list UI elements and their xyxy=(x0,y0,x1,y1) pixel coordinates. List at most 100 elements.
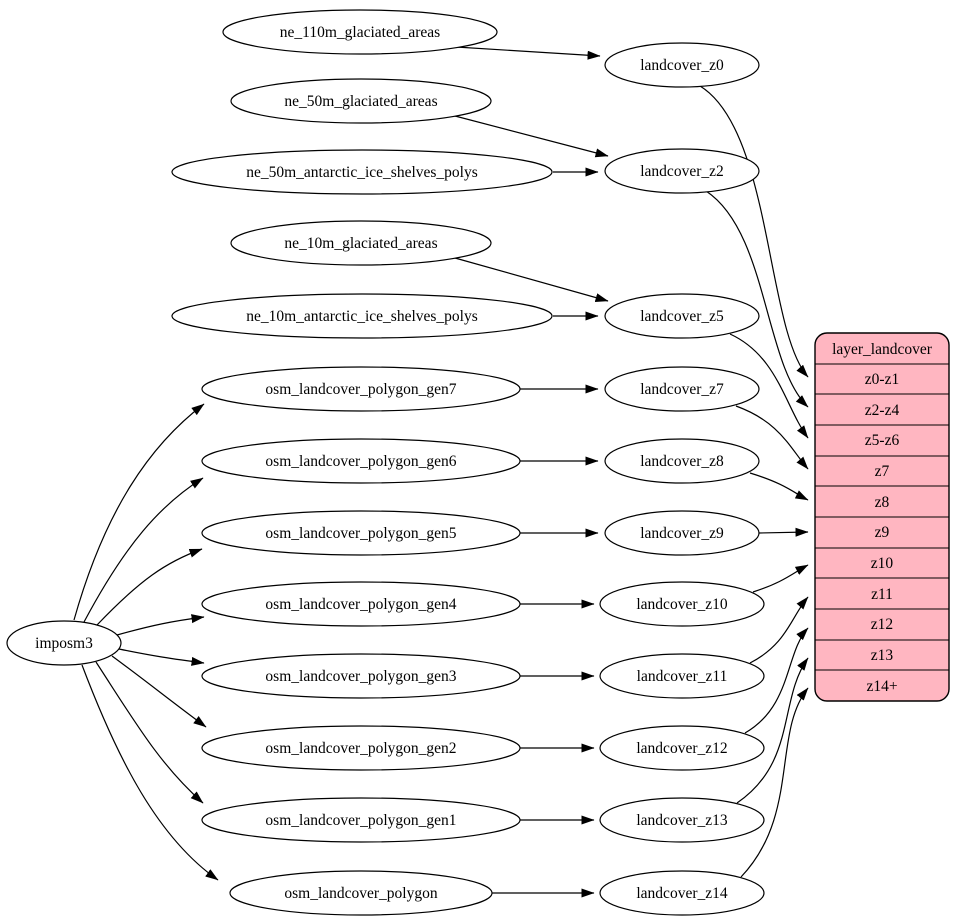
edge-landcover-z11-to-row-z11 xyxy=(749,596,809,664)
node-ellipse xyxy=(229,870,493,916)
node-ellipse xyxy=(599,581,765,627)
table-row-z5-z6: z5-z6 xyxy=(865,432,900,449)
node-landcover-z12: landcover_z12 xyxy=(599,725,765,771)
node-ellipse xyxy=(604,510,760,556)
node-landcover-z11: landcover_z11 xyxy=(599,653,765,699)
node-ellipse xyxy=(171,293,553,339)
node-ellipse xyxy=(599,653,765,699)
node-ellipse xyxy=(6,620,122,666)
node-landcover-z10: landcover_z10 xyxy=(599,581,765,627)
node-ellipse xyxy=(230,78,492,124)
table-row-z9: z9 xyxy=(875,524,890,541)
node-label: osm_landcover_polygon xyxy=(284,885,438,902)
node-ne-10m-glaciated-areas: ne_10m_glaciated_areas xyxy=(230,220,492,266)
node-ellipse xyxy=(201,653,521,699)
node-label: landcover_z14 xyxy=(636,885,727,902)
node-label: imposm3 xyxy=(35,635,93,652)
edge-landcover-z12-to-row-z12 xyxy=(744,627,809,734)
edge-landcover-z0-to-row-z0-z1 xyxy=(699,85,809,378)
node-osm-landcover-polygon-gen4: osm_landcover_polygon_gen4 xyxy=(201,581,521,627)
node-osm-landcover-polygon-gen3: osm_landcover_polygon_gen3 xyxy=(201,653,521,699)
node-label: ne_50m_antarctic_ice_shelves_polys xyxy=(246,164,478,181)
node-ellipse xyxy=(201,725,521,771)
edge-landcover-z7-to-row-z7 xyxy=(735,405,809,470)
node-label: ne_10m_antarctic_ice_shelves_polys xyxy=(246,308,478,325)
node-osm-landcover-polygon-gen1: osm_landcover_polygon_gen1 xyxy=(201,797,521,843)
node-label: osm_landcover_polygon_gen4 xyxy=(265,596,456,613)
table-row-z13: z13 xyxy=(871,647,894,664)
node-ellipse xyxy=(222,9,498,55)
table-row-z12: z12 xyxy=(871,616,893,633)
node-osm-landcover-polygon-gen7: osm_landcover_polygon_gen7 xyxy=(201,366,521,412)
table-row-z8: z8 xyxy=(875,494,890,511)
node-label: osm_landcover_polygon_gen6 xyxy=(265,453,456,470)
table-row-z7: z7 xyxy=(875,463,890,480)
table-layer-landcover: layer_landcover z0-z1 z2-z4 z5-z6 z7 z8 … xyxy=(814,332,950,702)
node-landcover-z13: landcover_z13 xyxy=(599,797,765,843)
node-landcover-z2: landcover_z2 xyxy=(604,148,760,194)
node-ellipse xyxy=(230,220,492,266)
edge-ne-50m-glaciated-areas-to-landcover-z2 xyxy=(454,115,609,158)
edge-landcover-z14-to-row-z14plus xyxy=(740,687,809,878)
node-ellipse xyxy=(599,725,765,771)
node-osm-landcover-polygon: osm_landcover_polygon xyxy=(229,870,493,916)
edge-imposm3-to-osm-landcover-polygon-gen5 xyxy=(96,548,203,626)
node-label: osm_landcover_polygon_gen3 xyxy=(265,668,456,685)
edge-landcover-z8-to-row-z8 xyxy=(749,472,809,501)
table-title: layer_landcover xyxy=(832,341,933,358)
node-label: landcover_z7 xyxy=(640,381,724,398)
edge-landcover-z9-to-row-z9 xyxy=(758,527,809,537)
node-ne-10m-antarctic-ice-shelves-polys: ne_10m_antarctic_ice_shelves_polys xyxy=(171,293,553,339)
node-ellipse xyxy=(201,438,521,484)
edges-group xyxy=(73,46,809,898)
node-label: landcover_z2 xyxy=(640,163,724,180)
node-label: ne_50m_glaciated_areas xyxy=(284,93,437,110)
node-label: osm_landcover_polygon_gen2 xyxy=(265,740,456,757)
node-ellipse xyxy=(201,797,521,843)
edge-imposm3-to-osm-landcover-polygon-gen3 xyxy=(118,648,205,666)
node-ellipse xyxy=(599,870,765,916)
node-ellipse xyxy=(604,293,760,339)
node-landcover-z7: landcover_z7 xyxy=(604,366,760,412)
edge-imposm3-to-osm-landcover-polygon-gen6 xyxy=(83,477,204,623)
node-label: landcover_z5 xyxy=(640,308,724,325)
node-landcover-z8: landcover_z8 xyxy=(604,438,760,484)
node-label: landcover_z8 xyxy=(640,453,724,470)
edge-landcover-z5-to-row-z5-z6 xyxy=(729,333,809,439)
node-landcover-z5: landcover_z5 xyxy=(604,293,760,339)
node-ellipse xyxy=(604,42,760,88)
edge-landcover-z10-to-row-z10 xyxy=(752,564,809,593)
edge-imposm3-to-osm-landcover-polygon-gen1 xyxy=(95,661,204,804)
table-row-z0-z1: z0-z1 xyxy=(865,371,899,388)
node-ellipse xyxy=(201,510,521,556)
node-ne-50m-glaciated-areas: ne_50m_glaciated_areas xyxy=(230,78,492,124)
node-ellipse xyxy=(604,148,760,194)
node-osm-landcover-polygon-gen2: osm_landcover_polygon_gen2 xyxy=(201,725,521,771)
node-label: landcover_z9 xyxy=(640,525,724,542)
node-ellipse xyxy=(599,797,765,843)
node-label: ne_110m_glaciated_areas xyxy=(280,24,440,41)
node-label: osm_landcover_polygon_gen7 xyxy=(265,381,456,398)
edge-imposm3-to-osm-landcover-polygon-gen4 xyxy=(116,614,205,636)
node-label: landcover_z10 xyxy=(636,596,727,613)
edge-ne-10m-glaciated-areas-to-landcover-z5 xyxy=(454,257,609,302)
node-label: landcover_z11 xyxy=(637,668,728,685)
edge-ne-110m-glaciated-areas-to-landcover-z0 xyxy=(455,46,601,60)
node-label: osm_landcover_polygon_gen5 xyxy=(265,525,456,542)
table-row-z2-z4: z2-z4 xyxy=(865,402,900,419)
node-osm-landcover-polygon-gen6: osm_landcover_polygon_gen6 xyxy=(201,438,521,484)
node-label: landcover_z13 xyxy=(636,812,727,829)
node-ne-110m-glaciated-areas: ne_110m_glaciated_areas xyxy=(222,9,498,55)
table-row-z14plus: z14+ xyxy=(866,678,897,695)
node-imposm3: imposm3 xyxy=(6,620,122,666)
node-ellipse xyxy=(604,366,760,412)
node-ellipse xyxy=(171,149,553,195)
node-label: landcover_z12 xyxy=(636,740,727,757)
node-label: osm_landcover_polygon_gen1 xyxy=(265,812,456,829)
node-osm-landcover-polygon-gen5: osm_landcover_polygon_gen5 xyxy=(201,510,521,556)
edge-imposm3-to-osm-landcover-polygon-gen7 xyxy=(73,403,205,621)
node-ellipse xyxy=(201,581,521,627)
node-label: ne_10m_glaciated_areas xyxy=(284,235,437,252)
